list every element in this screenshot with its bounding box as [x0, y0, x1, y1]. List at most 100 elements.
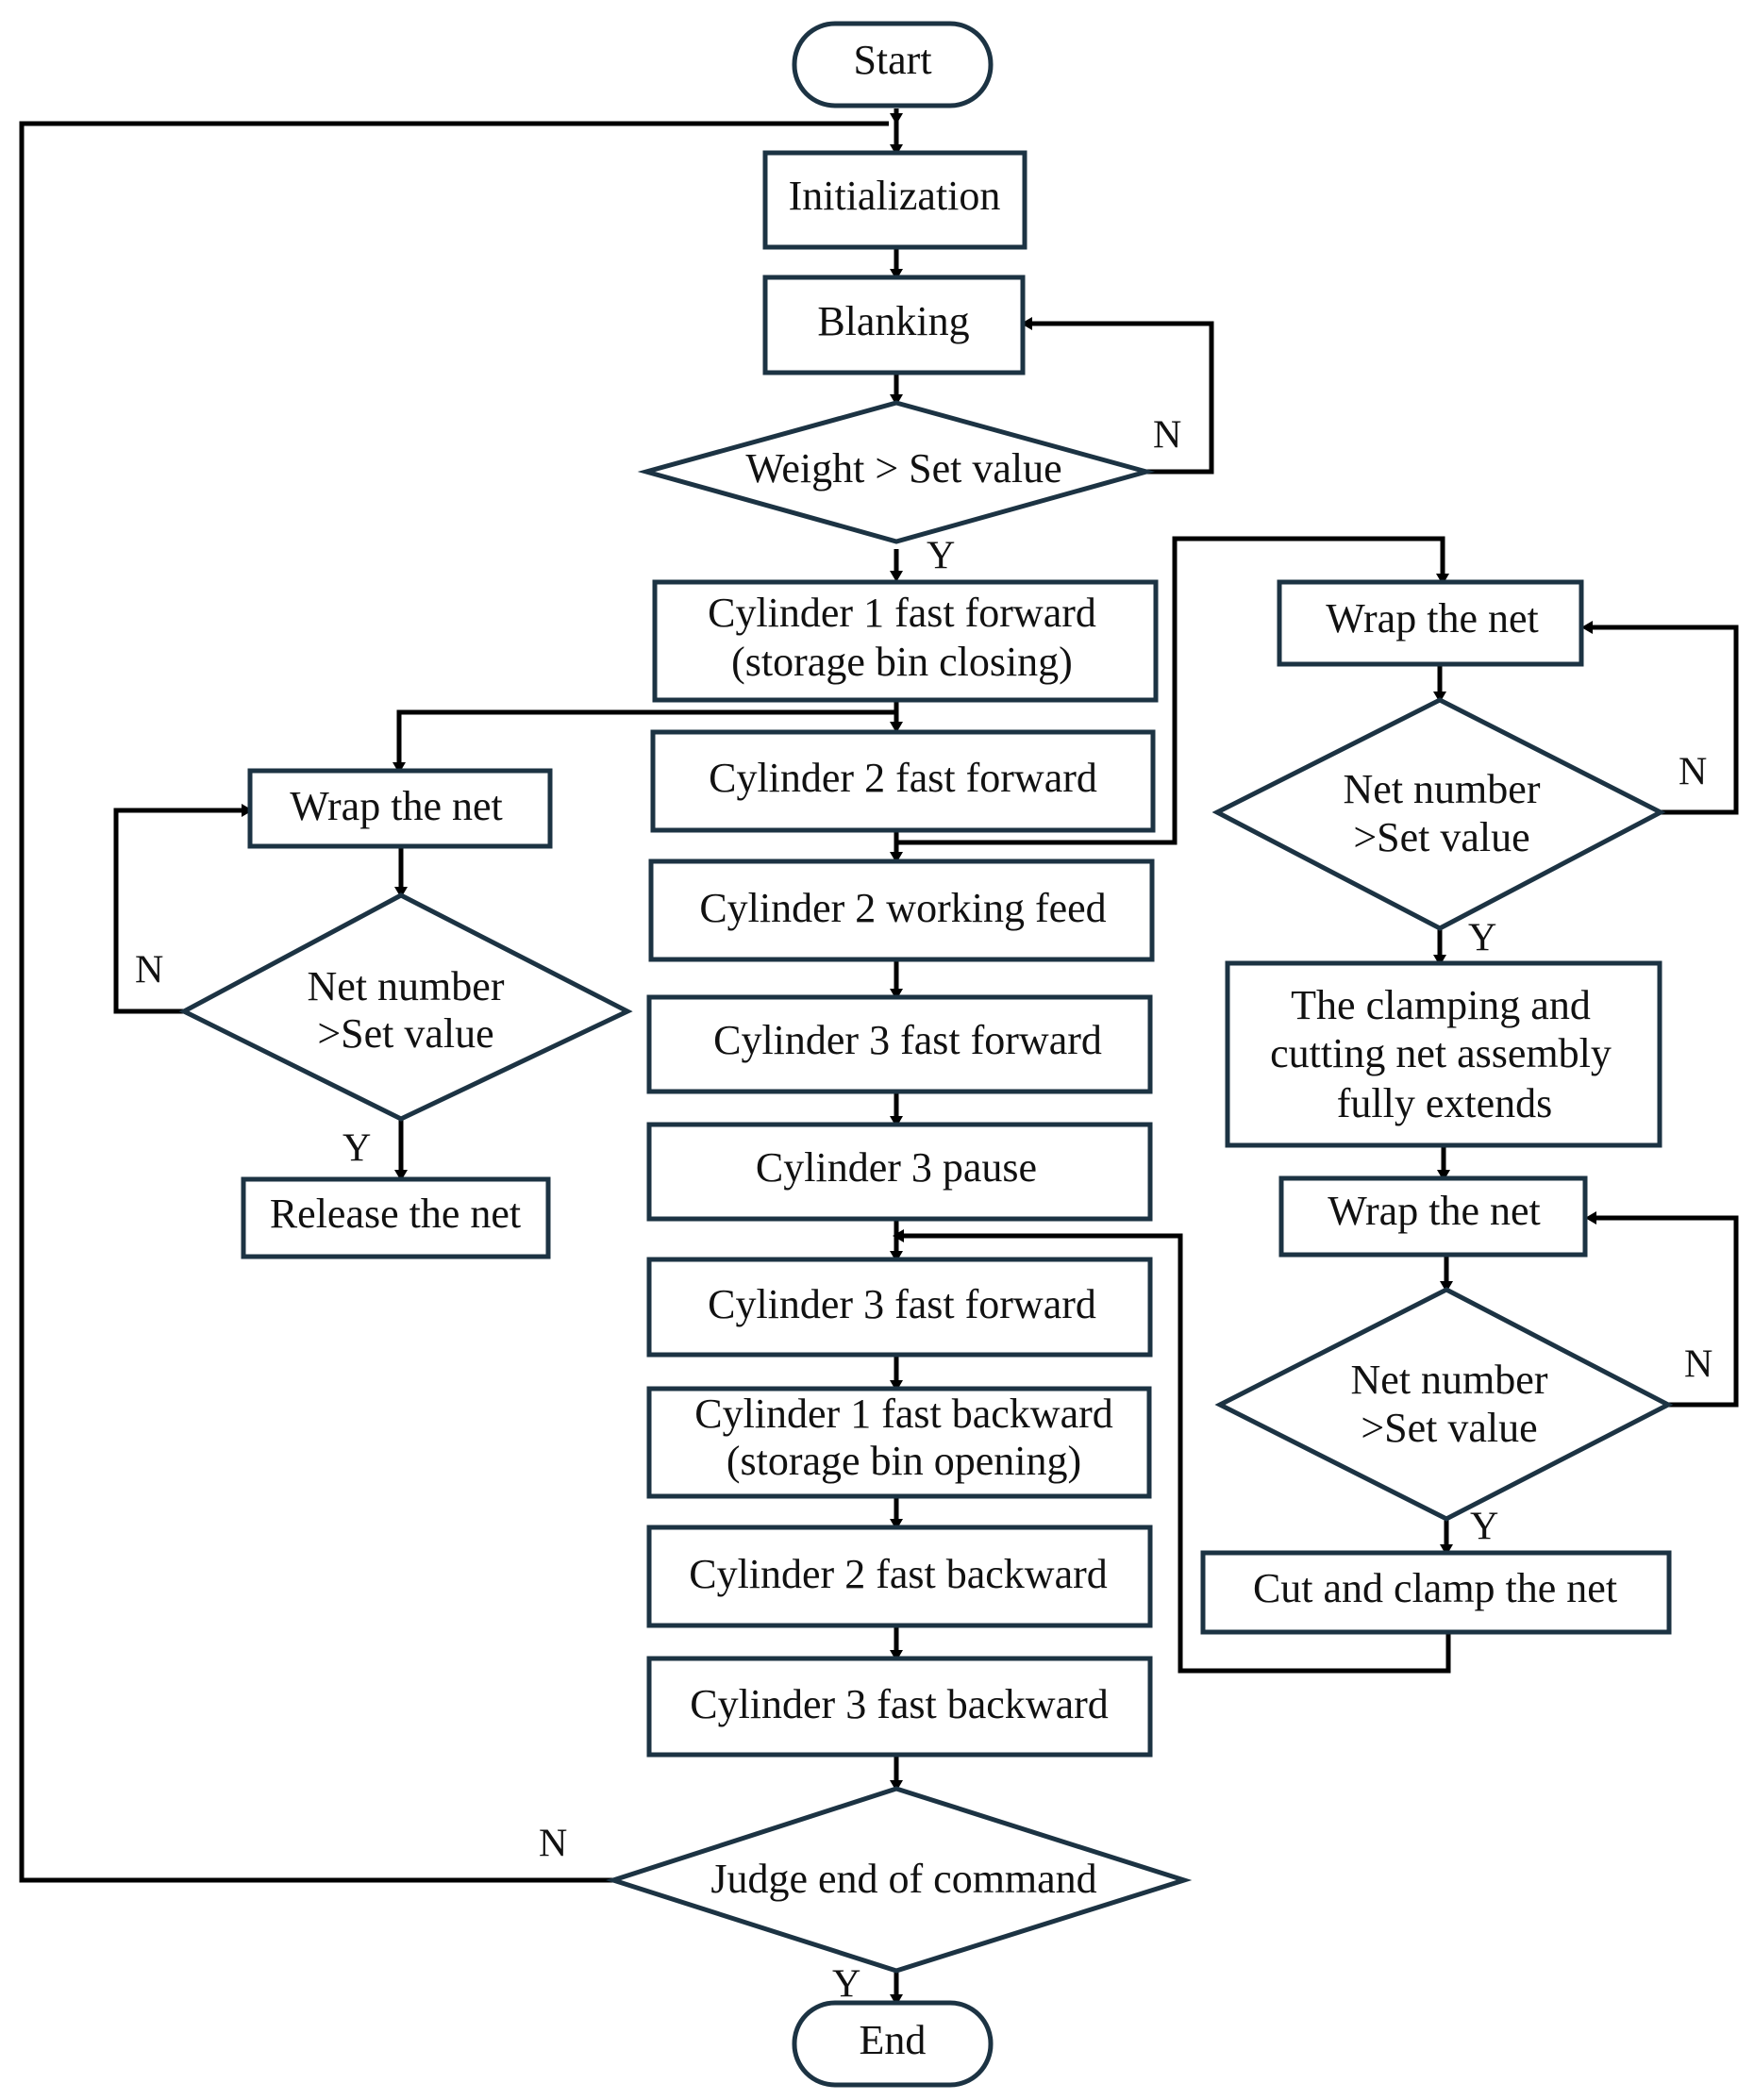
weight-yes-label: Y — [927, 535, 955, 578]
right-b-yes-label: Y — [1470, 1506, 1498, 1549]
end-terminal — [792, 2000, 994, 2088]
arrow-to-cut — [1440, 1544, 1453, 1556]
weight-no-label: N — [1153, 414, 1181, 458]
arrow-to-cyl1 — [890, 571, 903, 582]
arrow-to-cyl1back — [890, 1380, 903, 1392]
arrow-weight-no — [1021, 317, 1032, 330]
cyl3-forward-a-box — [646, 994, 1153, 1094]
cyl3-forward-b-box — [646, 1257, 1153, 1358]
cyl2-feed-label: Cylinder 2 working feed — [699, 885, 1106, 931]
arrow-to-cyl3 — [890, 989, 903, 1000]
connector-weight-no-loop — [1032, 321, 1214, 475]
arrow-to-pause — [890, 1116, 903, 1127]
initialization-box — [762, 150, 1027, 250]
right-net-check-a-label-1: Net number — [1344, 766, 1541, 812]
left-wrap-label: Wrap the net — [290, 783, 502, 829]
clamp-assembly-box — [1225, 960, 1662, 1148]
arrow-cut-return — [893, 1229, 904, 1242]
cyl2-backward-box — [646, 1525, 1153, 1628]
cyl1-backward-box — [646, 1386, 1152, 1499]
clamp-assembly-label-1: The clamping and — [1291, 982, 1591, 1028]
connector-cut-return — [904, 1233, 1451, 1674]
arrowheads — [242, 113, 1596, 2006]
weight-check-diamond — [637, 400, 1156, 544]
connector-branch-left — [396, 709, 896, 762]
right-net-check-b-label-1: Net number — [1351, 1357, 1548, 1403]
start-label: Start — [853, 37, 931, 83]
arrow-to-check-b — [1440, 1281, 1453, 1292]
right-wrap-a-box — [1277, 579, 1584, 667]
connector-judge-no-loop — [19, 121, 889, 1883]
right-wrap-a-label: Wrap the net — [1326, 595, 1538, 642]
main-column: Start Initialization Blanking Weight > S… — [605, 21, 1193, 2088]
right-net-check-b-label-2: >Set value — [1361, 1405, 1537, 1451]
cyl1-forward-label-2: (storage bin closing) — [731, 639, 1073, 685]
clamp-assembly-label-3: fully extends — [1337, 1080, 1553, 1126]
right-net-check-a-diamond — [1211, 697, 1666, 931]
connectors — [19, 108, 1739, 1994]
cyl3-forward-a-label: Cylinder 3 fast forward — [713, 1017, 1102, 1063]
right-net-check-b-diamond — [1214, 1287, 1674, 1522]
arrow-to-clamp — [1433, 955, 1446, 966]
connector-branch-right — [896, 536, 1445, 845]
left-net-check-label-2: >Set value — [317, 1010, 493, 1057]
start-terminal — [792, 21, 994, 108]
judge-no-label: N — [539, 1823, 567, 1866]
arrow-to-init — [890, 144, 903, 156]
left-net-check-diamond — [178, 892, 633, 1122]
left-net-check-label-1: Net number — [308, 963, 505, 1009]
judge-end-label: Judge end of command — [710, 1856, 1096, 1902]
cyl2-backward-label: Cylinder 2 fast backward — [689, 1551, 1108, 1597]
arrow-to-left-check — [394, 887, 408, 898]
right-wrap-b-label: Wrap the net — [1328, 1188, 1540, 1234]
left-wrap-box — [247, 768, 553, 849]
cyl1-backward-label-2: (storage bin opening) — [727, 1438, 1081, 1484]
right-branch: Wrap the net Net number >Set value The c… — [1200, 579, 1674, 1635]
arrow-to-cyl2 — [890, 722, 903, 733]
judge-end-diamond — [605, 1786, 1193, 1974]
cut-clamp-box — [1200, 1550, 1672, 1635]
judge-yes-label: Y — [832, 1963, 860, 2007]
cyl3-pause-label: Cylinder 3 pause — [756, 1144, 1037, 1191]
weight-check-label: Weight > Set value — [745, 445, 1061, 492]
release-net-box — [241, 1176, 551, 1259]
arrow-to-weight — [890, 394, 903, 406]
blanking-box — [762, 275, 1026, 375]
arrow-to-right-check-a — [1433, 692, 1446, 703]
right-wrap-b-box — [1278, 1175, 1588, 1258]
cyl2-forward-box — [650, 729, 1156, 833]
cyl1-forward-box — [652, 579, 1159, 703]
right-a-no-label: N — [1679, 751, 1707, 794]
arrow-to-end — [890, 1994, 903, 2006]
end-label: End — [860, 2017, 927, 2063]
cyl3-backward-label: Cylinder 3 fast backward — [690, 1681, 1109, 1727]
arrow-start-down — [890, 113, 903, 125]
initialization-label: Initialization — [789, 173, 1001, 219]
cyl3-forward-b-label: Cylinder 3 fast forward — [708, 1281, 1096, 1327]
left-branch: Wrap the net Net number >Set value Relea… — [178, 768, 633, 1259]
right-a-yes-label: Y — [1468, 917, 1496, 960]
cyl2-feed-box — [648, 858, 1155, 962]
blanking-label: Blanking — [817, 298, 969, 344]
release-net-label: Release the net — [270, 1191, 521, 1237]
connector-left-no-loop — [113, 808, 242, 1014]
arrow-to-cyl2back — [890, 1519, 903, 1530]
right-net-check-a-label-2: >Set value — [1353, 814, 1529, 860]
arrow-to-cyl3back — [890, 1650, 903, 1661]
arrow-to-right-wrap-a — [1436, 574, 1449, 585]
right-b-no-label: N — [1684, 1343, 1712, 1387]
cyl3-pause-box — [646, 1122, 1153, 1222]
branch-labels: N Y N Y N Y N Y N Y — [135, 414, 1712, 2007]
cut-clamp-label: Cut and clamp the net — [1253, 1565, 1617, 1611]
arrow-to-left-wrap — [393, 762, 406, 774]
cyl2-forward-label: Cylinder 2 fast forward — [709, 755, 1097, 801]
arrow-to-release — [394, 1170, 408, 1181]
arrow-right-b-no — [1585, 1211, 1596, 1225]
left-yes-label: Y — [342, 1127, 371, 1171]
arrow-to-judge — [890, 1780, 903, 1792]
left-no-label: N — [135, 949, 163, 992]
arrow-left-no — [242, 804, 253, 817]
connector-right-b-no-loop — [1596, 1215, 1739, 1408]
arrow-to-wrap-b — [1437, 1170, 1450, 1181]
